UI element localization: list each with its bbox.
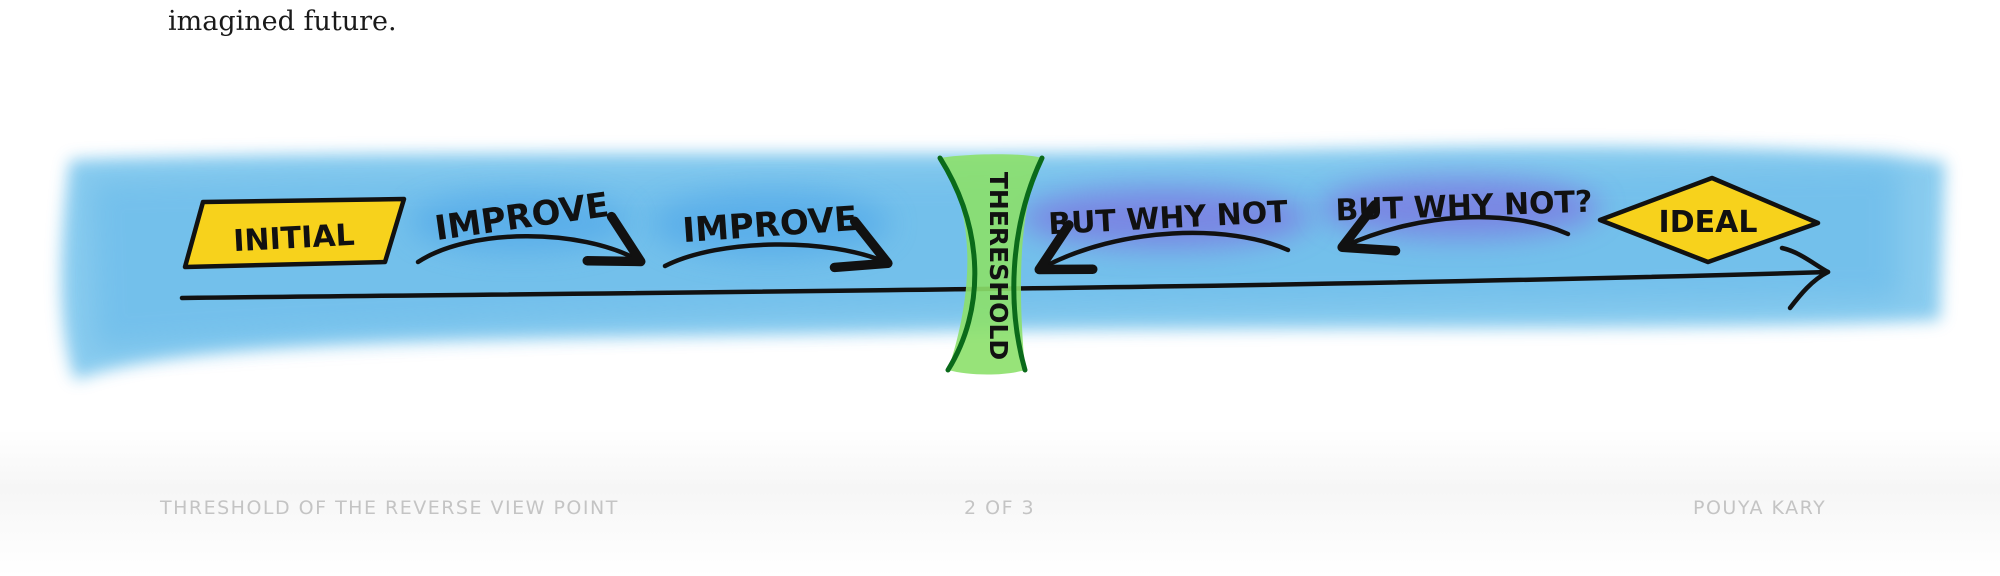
footer-page-number: 2 OF 3 <box>964 497 1036 519</box>
initial-label: INITIAL <box>232 218 355 259</box>
threshold-diagram: INITIAL IMPROVE IMPROVE THERESHOLD BUT W… <box>61 146 1945 380</box>
intro-text: imagined future. <box>168 6 397 37</box>
footer-band <box>0 430 2000 576</box>
ideal-label: IDEAL <box>1659 205 1758 240</box>
footer-title: THRESHOLD OF THE REVERSE VIEW POINT <box>160 497 619 519</box>
footer-author: POUYA KARY <box>1693 497 1827 519</box>
improve-glow-1 <box>410 192 630 252</box>
threshold-marker: THERESHOLD <box>937 154 1045 375</box>
threshold-label: THERESHOLD <box>984 172 1013 360</box>
ideal-diamond: IDEAL <box>1597 175 1821 265</box>
initial-box: INITIAL <box>182 196 407 270</box>
timeline-arrowhead <box>1779 245 1831 311</box>
